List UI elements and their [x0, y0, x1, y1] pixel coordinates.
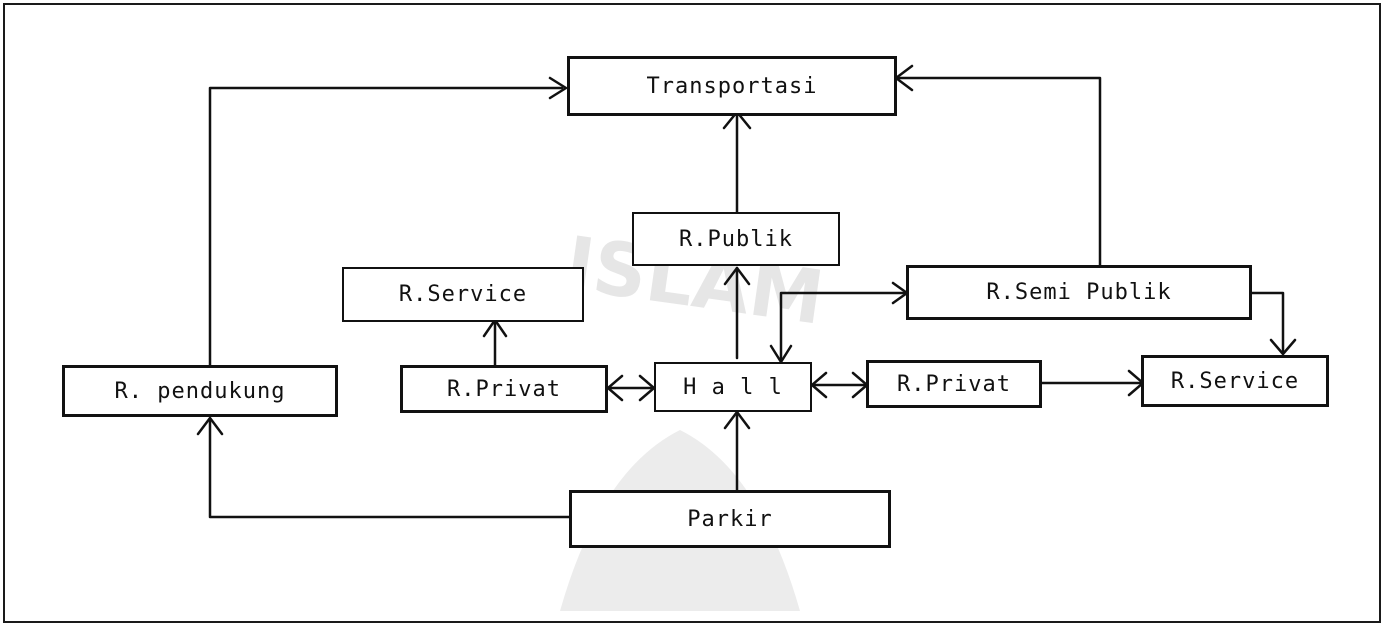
arrowhead: [606, 374, 624, 402]
node-transportasi: Transportasi: [567, 56, 897, 116]
node-r-pendukung: R. pendukung: [62, 365, 338, 417]
arrowhead: [810, 371, 828, 399]
connector-semipublik-transportasi: [896, 76, 1102, 267]
arrowhead: [723, 410, 751, 430]
node-r-semi-publik: R.Semi Publik: [906, 265, 1252, 320]
connector-pendukung-transportasi: [208, 86, 564, 370]
connector-parkir-pendukung: [208, 418, 572, 519]
connector-semipublik-service: [1250, 291, 1285, 354]
arrowhead: [723, 266, 751, 286]
connector-hall-semipublik: [779, 291, 907, 362]
arrowhead: [1269, 338, 1297, 356]
node-r-privat-left: R.Privat: [400, 365, 608, 413]
arrowhead: [196, 416, 224, 436]
node-r-service-left: R.Service: [342, 267, 584, 322]
node-r-privat-right: R.Privat: [866, 360, 1042, 408]
node-parkir: Parkir: [569, 490, 891, 548]
node-hall: H a l l: [654, 362, 812, 412]
node-r-publik: R.Publik: [632, 212, 840, 266]
arrowhead: [548, 76, 568, 100]
node-r-service-right: R.Service: [1141, 355, 1329, 407]
